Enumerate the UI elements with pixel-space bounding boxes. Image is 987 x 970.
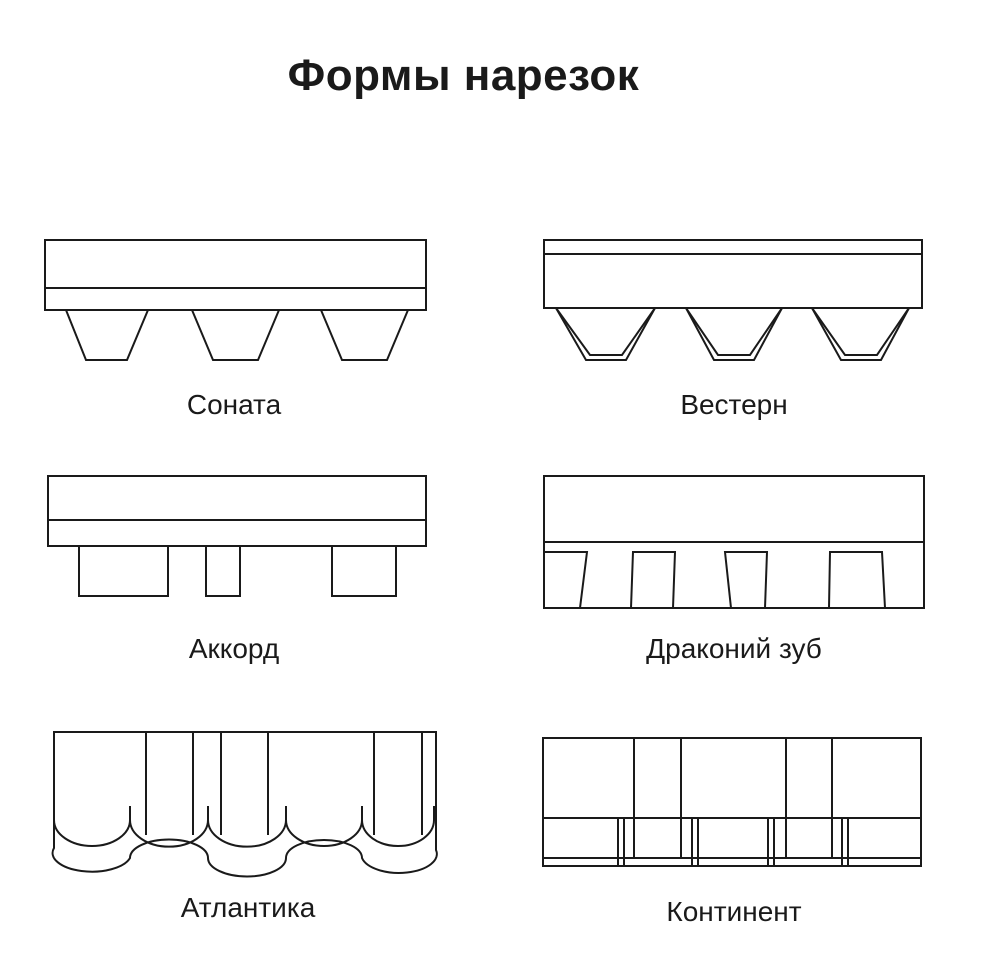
shingle-atlantika [51,731,438,878]
shingle-western [543,239,923,361]
caption-western: Вестерн [680,389,788,420]
shingle-akkord [47,475,427,597]
caption-akkord: Аккорд [188,633,280,664]
shingle-kontinent [542,737,922,867]
caption-atlantika: Атлантика [180,892,316,923]
shingle-dragon-tooth [543,475,925,609]
caption-sonata: Соната [186,389,282,420]
caption-kontinent: Континент [666,896,802,927]
page-title: Формы нарезок [287,51,640,100]
shingle-sonata [44,239,427,361]
caption-dragon-tooth: Драконий зуб [646,633,822,664]
